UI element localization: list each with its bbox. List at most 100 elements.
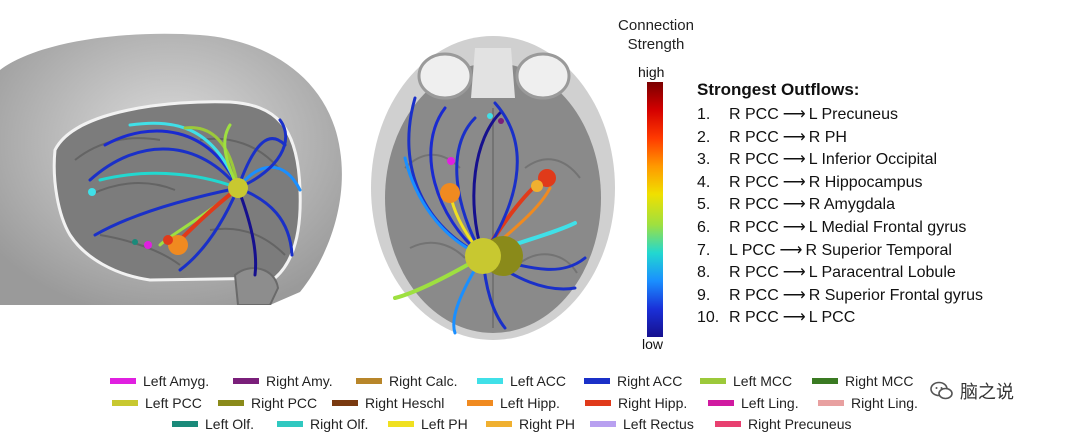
outflow-source: R PCC	[729, 196, 779, 214]
outflow-source: R PCC	[729, 128, 779, 146]
colorbar-title-line1: Connection	[618, 17, 694, 34]
legend-item: Left PCC	[112, 395, 202, 411]
legend-label: Right PCC	[251, 395, 318, 411]
outflow-number: 1.	[697, 106, 711, 123]
outflow-target: R Superior Frontal gyrus	[808, 286, 984, 304]
colorbar-high-label: high	[638, 64, 665, 80]
legend-swatch	[585, 400, 611, 406]
outflow-source: R PCC	[729, 218, 779, 236]
legend-label: Right Ling.	[851, 395, 918, 411]
outflow-target: L Paracentral Lobule	[808, 264, 956, 282]
legend-item: Right ACC	[584, 373, 682, 389]
legend-swatch	[388, 421, 414, 427]
legend-swatch	[486, 421, 512, 427]
outflow-item: 7.L PCC⟶R Superior Temporal	[697, 240, 983, 263]
wechat-icon	[930, 381, 953, 400]
outflow-target: L Inferior Occipital	[808, 151, 938, 169]
legend-label: Left Hipp.	[500, 395, 560, 411]
legend-label: Right ACC	[617, 373, 683, 389]
legend-item: Right Amy.	[233, 373, 333, 389]
arrow-right-icon: ⟶	[782, 173, 806, 191]
legend-swatch	[590, 421, 616, 427]
watermark: 脑之说	[930, 378, 1014, 404]
arrow-right-icon: ⟶	[782, 309, 806, 327]
node-amyg	[144, 241, 152, 249]
outflow-source: R PCC	[729, 309, 779, 327]
arrow-right-icon: ⟶	[782, 128, 806, 146]
outflow-number: 10.	[697, 309, 720, 327]
outflow-item: 1. R PCC⟶L Precuneus	[697, 104, 983, 127]
outflow-item: 10. R PCC⟶L PCC	[697, 307, 983, 330]
legend-item: Right Hipp.	[585, 395, 687, 411]
arrow-right-icon: ⟶	[782, 196, 806, 214]
legend-label: Right Olf.	[310, 416, 369, 432]
outflow-target: R Hippocampus	[808, 173, 923, 191]
node-left-hipp	[440, 183, 460, 203]
outflow-number: 4.	[697, 173, 711, 191]
node-left-amyg	[447, 157, 455, 165]
legend-item: Right Ling.	[818, 395, 918, 411]
outflows-title: Strongest Outflows:	[697, 80, 860, 99]
legend-label: Left MCC	[733, 373, 793, 389]
legend-label: Right Calc.	[389, 373, 458, 389]
legend-swatch	[467, 400, 493, 406]
colorbar-low-label: low	[642, 336, 664, 352]
arrow-right-icon: ⟶	[782, 151, 806, 169]
legend-item: Right Calc.	[356, 373, 457, 389]
legend-item: Right PCC	[218, 395, 317, 411]
outflow-target: L PCC	[808, 309, 856, 327]
node-olf	[132, 239, 138, 245]
legend-swatch	[477, 378, 503, 384]
outflow-number: 9.	[697, 286, 711, 304]
legend-swatch	[233, 378, 259, 384]
legend-label: Left ACC	[510, 373, 567, 389]
legend-item: Right PH	[486, 416, 575, 432]
node-pcc	[228, 178, 248, 198]
legend-label: Left PCC	[145, 395, 202, 411]
legend-label: Left Amyg.	[143, 373, 210, 389]
watermark-text: 脑之说	[960, 382, 1014, 402]
outflow-target: L Precuneus	[808, 106, 898, 123]
outflow-target: L Medial Frontal gyrus	[808, 218, 967, 236]
ear	[233, 267, 280, 305]
outflow-item: 2.R PCC⟶R PH	[697, 127, 983, 150]
arrow-right-icon: ⟶	[782, 264, 806, 282]
outflow-number: 8.	[697, 264, 711, 282]
outflow-number: 5.	[697, 196, 711, 214]
arrow-right-icon: ⟶	[782, 218, 806, 236]
legend-label: Right Amy.	[266, 373, 333, 389]
colorbar-title: Connection Strength	[597, 16, 715, 54]
legend-swatch	[818, 400, 844, 406]
legend-swatch	[110, 378, 136, 384]
legend-swatch	[277, 421, 303, 427]
legend-swatch	[708, 400, 734, 406]
arrow-right-icon: ⟶	[782, 106, 806, 123]
sagittal-brain-view	[0, 33, 342, 305]
node-right-amy	[498, 118, 504, 124]
brain-cutout	[52, 100, 302, 282]
legend-swatch	[812, 378, 838, 384]
outflow-source: R PCC	[729, 106, 779, 123]
node-acc	[88, 188, 96, 196]
outflow-item: 3. R PCC⟶L Inferior Occipital	[697, 149, 983, 172]
legend-swatch	[356, 378, 382, 384]
legend-swatch	[584, 378, 610, 384]
outflow-target: R Amygdala	[808, 196, 895, 214]
legend-label: Left Rectus	[623, 416, 694, 432]
arrow-right-icon: ⟶	[779, 241, 803, 259]
outflow-item: 4. R PCC⟶R Hippocampus	[697, 172, 983, 195]
legend-label: Right Hipp.	[618, 395, 688, 411]
legend-swatch	[715, 421, 741, 427]
colorbar-title-line2: Strength	[627, 36, 685, 53]
legend-item: Left Hipp.	[467, 395, 560, 411]
colorbar	[647, 82, 663, 337]
outflow-source: R PCC	[729, 151, 779, 169]
left-eye-socket	[417, 52, 473, 100]
outflow-number: 3.	[697, 151, 711, 169]
legend-swatch	[172, 421, 198, 427]
right-eye-socket	[515, 52, 571, 100]
outflow-item: 8.R PCC⟶L Paracentral Lobule	[697, 262, 983, 285]
legend-item: Left Ling.	[708, 395, 799, 411]
legend-label: Right PH	[519, 416, 576, 432]
outflow-source: R PCC	[729, 173, 779, 191]
